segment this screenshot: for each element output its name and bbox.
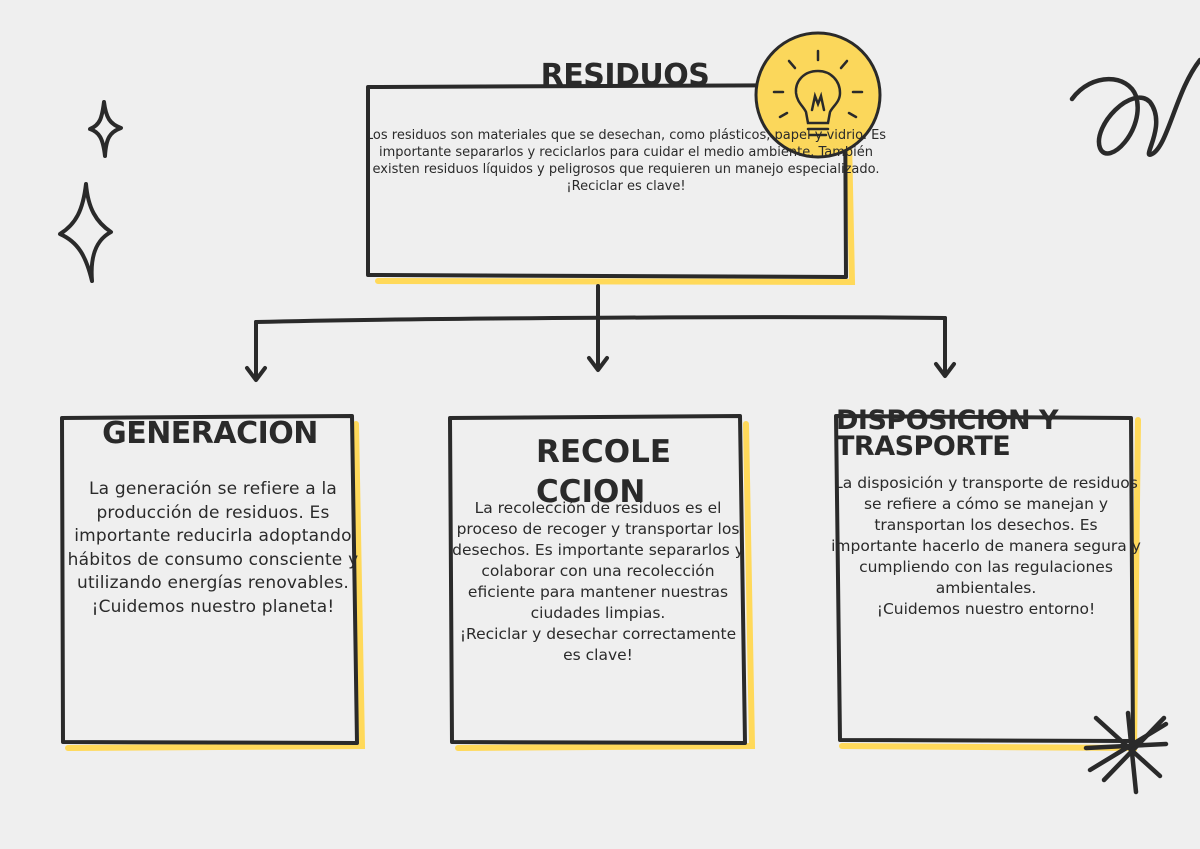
arrowhead-left <box>245 366 267 382</box>
main-box <box>366 83 848 279</box>
connector-bar <box>254 315 947 324</box>
disposal-title: DISPOSICION Y TRASPORTE <box>836 405 1059 462</box>
collection-title: RECOLE CCION <box>536 434 672 510</box>
sparkle-small-icon <box>88 100 123 158</box>
main-box-shadow <box>375 89 856 286</box>
generation-box <box>60 414 359 745</box>
sparkle-large-icon <box>58 182 113 283</box>
arrowhead-right <box>934 362 956 378</box>
lightbulb-icon <box>754 31 882 159</box>
collection-box-shadow <box>455 421 756 751</box>
collection-description: La recolección de residuos es el proceso… <box>452 499 744 664</box>
main-title: RESIDUOS <box>540 58 710 93</box>
asterisk-icon <box>1083 710 1169 795</box>
generation-description: La generación se refiere a la producción… <box>67 479 359 617</box>
disposal-description: La disposición y transporte de residuos … <box>831 474 1141 618</box>
generation-box-shadow <box>65 421 366 751</box>
collection-box <box>448 414 747 745</box>
arrowhead-center <box>587 356 609 372</box>
main-description: Los residuos son materiales que se desec… <box>365 128 887 194</box>
generation-title: GENERACION <box>102 416 318 451</box>
squiggle-icon <box>1069 57 1200 157</box>
